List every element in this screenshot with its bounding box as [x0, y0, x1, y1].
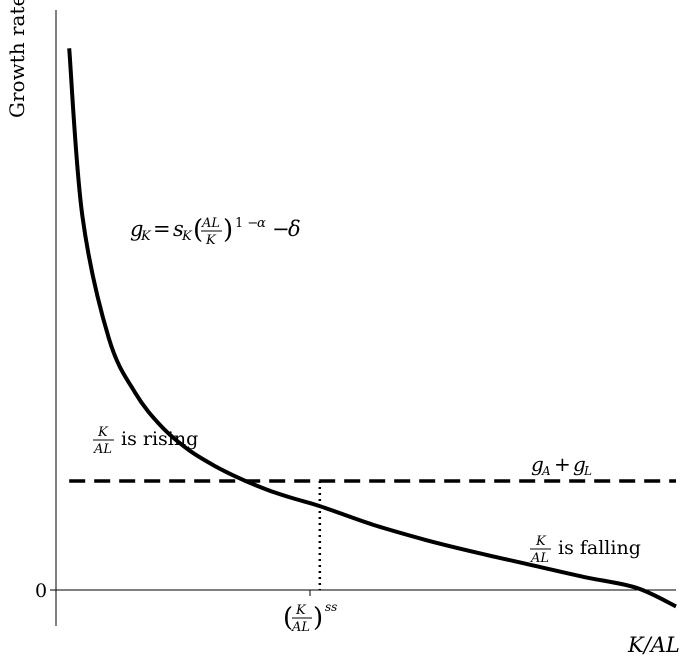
svg-text:AL: AL [93, 442, 112, 457]
svg-text:AL: AL [291, 620, 310, 635]
svg-text:g: g [130, 217, 143, 241]
svg-text:K: K [205, 233, 217, 248]
x-axis-label: K/AL [627, 633, 680, 657]
svg-text:AL: AL [201, 216, 220, 231]
svg-text:ss: ss [325, 600, 337, 614]
capital-growth-curve [67, 48, 677, 609]
svg-text:α: α [257, 216, 266, 231]
svg-text:=: = [153, 217, 171, 241]
svg-text:g: g [531, 452, 544, 476]
svg-text:): ) [223, 215, 233, 245]
rising-annotation: K AL is rising [93, 425, 198, 457]
y-tick-label-zero: 0 [35, 580, 47, 602]
falling-annotation: K AL is falling [530, 534, 641, 566]
svg-text:(: ( [193, 215, 203, 245]
dashed-line-label: g A + g L [531, 452, 592, 478]
svg-text:is rising: is rising [121, 428, 198, 450]
curve-formula-label: g K = s K ( AL K ) 1 − α − δ [130, 215, 301, 248]
svg-text:K: K [295, 603, 307, 618]
svg-text:is falling: is falling [558, 537, 641, 559]
svg-text:−: − [272, 217, 290, 241]
svg-text:): ) [313, 603, 323, 633]
svg-text:AL: AL [530, 551, 549, 566]
svg-text:K: K [97, 425, 109, 440]
svg-text:(: ( [283, 603, 293, 633]
svg-text:K: K [140, 229, 152, 244]
x-tick-label-steady-state: ( K AL ) ss [283, 600, 337, 635]
svg-text:δ: δ [288, 217, 301, 241]
svg-text:K: K [535, 534, 547, 549]
svg-text:+: + [554, 452, 571, 476]
svg-text:1 −: 1 − [235, 216, 258, 231]
svg-text:L: L [583, 464, 592, 478]
svg-text:s: s [173, 217, 184, 241]
svg-text:A: A [541, 464, 551, 478]
svg-text:g: g [573, 452, 586, 476]
y-axis-label: Growth rate [5, 0, 29, 118]
svg-text:K: K [181, 229, 193, 244]
